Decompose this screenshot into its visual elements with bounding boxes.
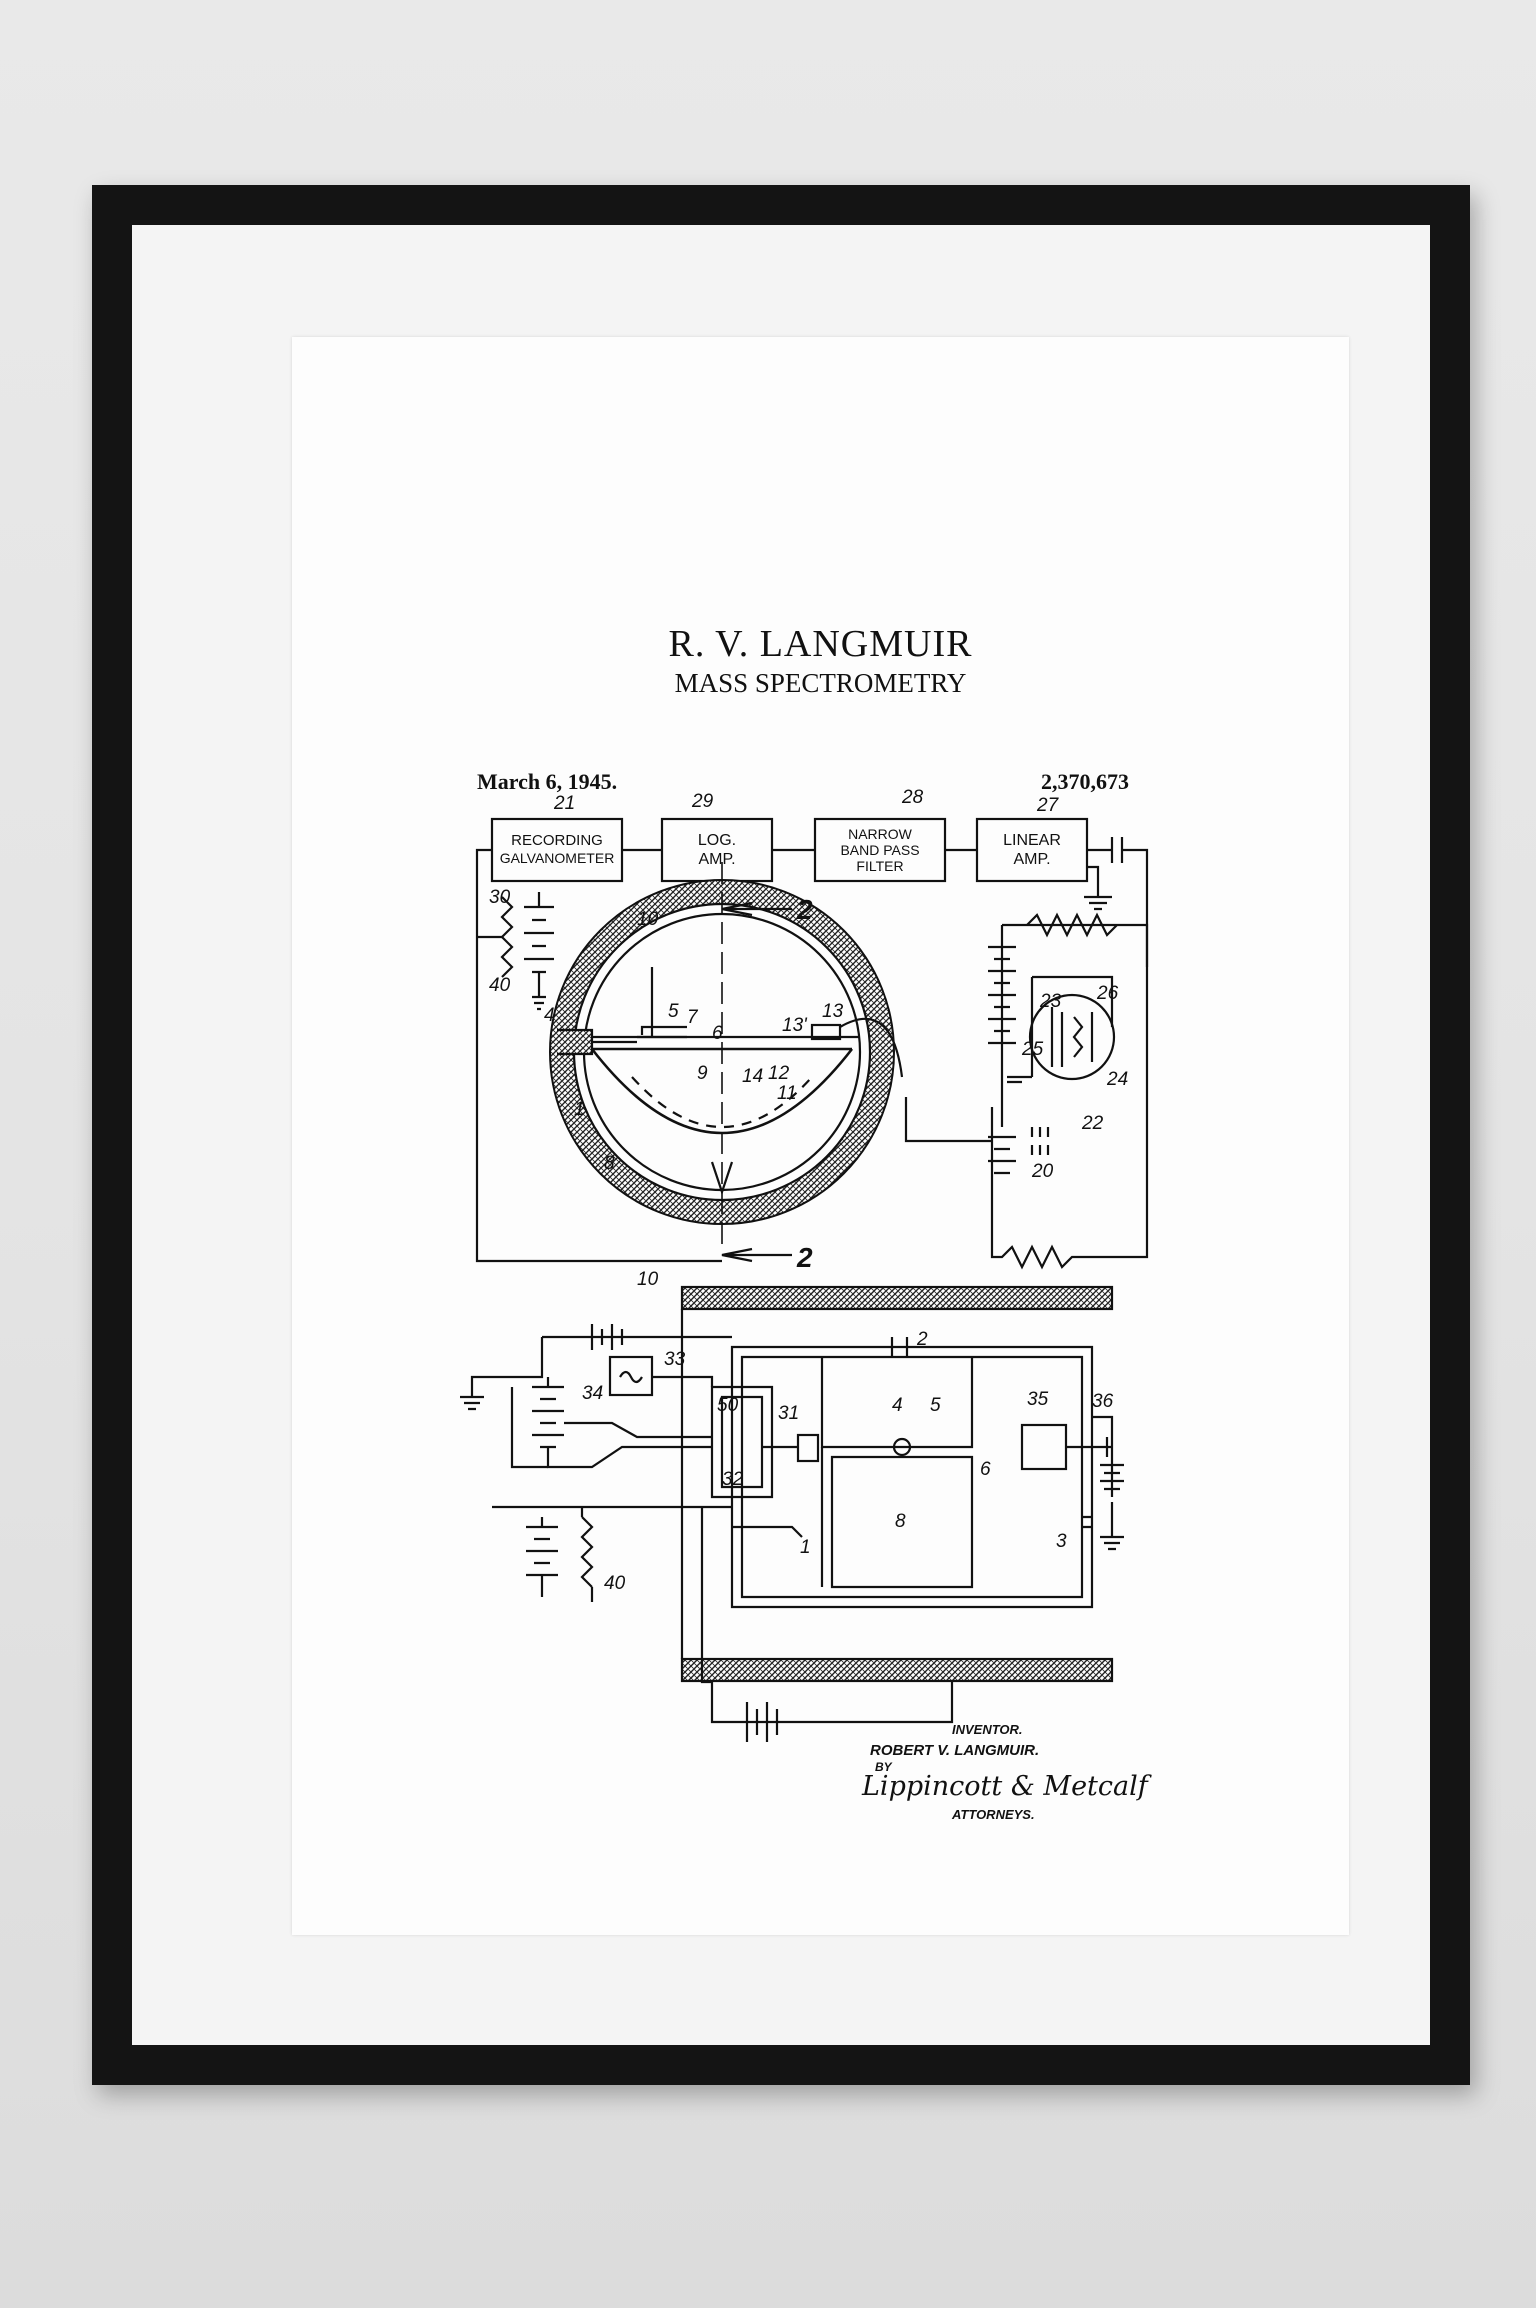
ref-numeral: 21: [553, 793, 575, 814]
ref-numeral: 4: [544, 1005, 555, 1026]
ref-numeral: 22: [1081, 1113, 1104, 1134]
ref-numeral: 31: [778, 1403, 799, 1424]
ref-numeral: 24: [1106, 1069, 1128, 1090]
ref-numeral: 5: [668, 1001, 679, 1022]
ref-numeral: 23: [1039, 991, 1062, 1012]
log-amp-box: [660, 817, 774, 883]
ref-numeral: 14: [742, 1066, 763, 1087]
patent-drawing: RECORDING GALVANOMETER LOG. AMP. NARROW …: [460, 787, 1152, 1822]
ref-numeral: 11: [777, 1083, 797, 1104]
ref-numeral: 20: [1031, 1161, 1054, 1182]
ref-numeral: 35: [1027, 1389, 1049, 1410]
ref-numeral: 10: [637, 1269, 659, 1290]
ref-numeral: 36: [1092, 1391, 1114, 1412]
filter-label-1: NARROW: [848, 826, 913, 842]
ref-numeral: 5: [930, 1395, 941, 1416]
ref-numeral: 13': [782, 1015, 808, 1036]
ref-numeral: 33: [664, 1349, 686, 1370]
ref-numeral: 8: [895, 1511, 906, 1532]
ref-numeral: 12: [768, 1063, 790, 1084]
ref-numeral: 32: [722, 1469, 744, 1490]
log-amp-label-1: LOG.: [698, 832, 736, 849]
recording-label-2: GALVANOMETER: [500, 850, 615, 866]
ref-numeral: 1: [574, 1099, 585, 1120]
ref-numeral: 3: [1056, 1531, 1067, 1552]
recording-label-1: RECORDING: [511, 832, 603, 849]
ref-numeral: 6: [712, 1023, 723, 1044]
ref-numeral: 28: [901, 787, 924, 808]
ref-numeral: 25: [1021, 1039, 1044, 1060]
ref-numeral: 8: [604, 1153, 615, 1174]
patent-number: 2,370,673: [1041, 769, 1129, 794]
ref-numeral: 50: [717, 1395, 739, 1416]
picture-frame: R. V. LANGMUIR MASS SPECTROMETRY March 6…: [92, 185, 1470, 2085]
attorney-signature: Lippincott & Metcalf: [861, 1771, 1152, 1802]
patent-print: R. V. LANGMUIR MASS SPECTROMETRY March 6…: [292, 337, 1349, 1935]
frame-mat: R. V. LANGMUIR MASS SPECTROMETRY March 6…: [132, 225, 1430, 2045]
filter-label-2: BAND PASS: [840, 842, 919, 858]
linear-amp-label-1: LINEAR: [1003, 832, 1061, 849]
ref-numeral: 30: [489, 887, 511, 908]
filter-label-3: FILTER: [856, 858, 903, 874]
attorneys-label: ATTORNEYS.: [951, 1807, 1035, 1822]
by-label: BY: [875, 1760, 893, 1774]
ref-numeral: 13: [822, 1001, 844, 1022]
ref-numeral: 2: [916, 1329, 928, 1350]
ref-numeral: 40: [604, 1573, 626, 1594]
ref-numeral: 27: [1036, 795, 1060, 816]
ref-numeral: 29: [691, 791, 714, 812]
patent-date: March 6, 1945.: [477, 769, 618, 794]
section-mark-top: 2: [796, 894, 813, 925]
patent-title: MASS SPECTROMETRY: [674, 668, 967, 698]
patent-inventor-heading: R. V. LANGMUIR: [668, 623, 973, 665]
ref-numeral: 6: [980, 1459, 991, 1480]
ref-numeral: 10: [637, 909, 659, 930]
inventor-label: INVENTOR.: [952, 1722, 1023, 1737]
linear-amp-box: [975, 817, 1089, 883]
ref-numeral: 9: [697, 1063, 708, 1084]
section-mark-bottom: 2: [796, 1242, 813, 1273]
ref-numeral: 4: [892, 1395, 903, 1416]
ref-numeral: 7: [687, 1007, 699, 1028]
log-amp-label-2: AMP.: [698, 851, 735, 868]
ref-numeral: 26: [1096, 983, 1119, 1004]
ref-numeral: 34: [582, 1383, 603, 1404]
ref-numeral: 40: [489, 975, 511, 996]
inventor-name: ROBERT V. LANGMUIR.: [870, 1742, 1039, 1759]
linear-amp-label-2: AMP.: [1013, 851, 1050, 868]
ref-numeral: 1: [800, 1537, 811, 1558]
